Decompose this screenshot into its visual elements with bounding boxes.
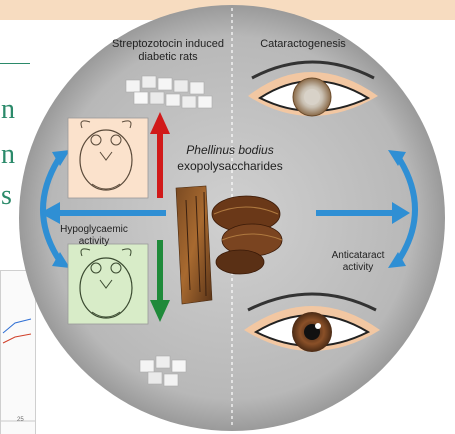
arrowhead — [388, 150, 406, 166]
arrowhead — [52, 150, 70, 166]
label-anticataract: Anticataract activity — [331, 250, 385, 273]
left-letter: n — [1, 139, 15, 170]
arrowhead — [392, 202, 410, 224]
arrow-right-shaft — [316, 210, 396, 216]
curve-arrow-right — [397, 157, 418, 261]
arrowhead — [388, 252, 406, 268]
label-streptozotocin: Streptozotocin induced diabetic rats — [112, 38, 224, 63]
eye-cataract-icon — [248, 60, 378, 117]
label-species: Phellinus bodius — [186, 143, 274, 157]
eye-healthy-icon — [244, 292, 380, 352]
arrow-down-green — [157, 240, 163, 302]
mushroom-photo-icon — [175, 185, 283, 305]
left-rule — [0, 63, 30, 64]
label-cataractogenesis: Cataractogenesis — [260, 38, 346, 50]
chart-tick-label: 25 — [17, 417, 24, 423]
rat-drawing-icon — [67, 243, 149, 325]
left-chart-crop: 25 — [0, 270, 36, 434]
arrowhead — [150, 112, 170, 134]
curve-arrow-left — [40, 157, 61, 261]
left-letter: n — [1, 94, 15, 125]
sugar-cubes-icon — [125, 75, 213, 109]
left-letter: s — [1, 180, 12, 211]
arrow-left-shaft — [56, 210, 166, 216]
sugar-cubes-icon — [139, 355, 187, 387]
left-chart-lines — [1, 318, 35, 422]
arrowhead — [52, 252, 70, 268]
arrow-up-red — [157, 132, 163, 198]
arrowhead — [150, 300, 170, 322]
label-hypoglycaemic: Hypoglycaemic activity — [60, 224, 128, 247]
rat-drawing-icon — [67, 117, 149, 199]
label-compound: exopolysaccharides — [177, 159, 283, 173]
arrowhead — [40, 202, 60, 224]
